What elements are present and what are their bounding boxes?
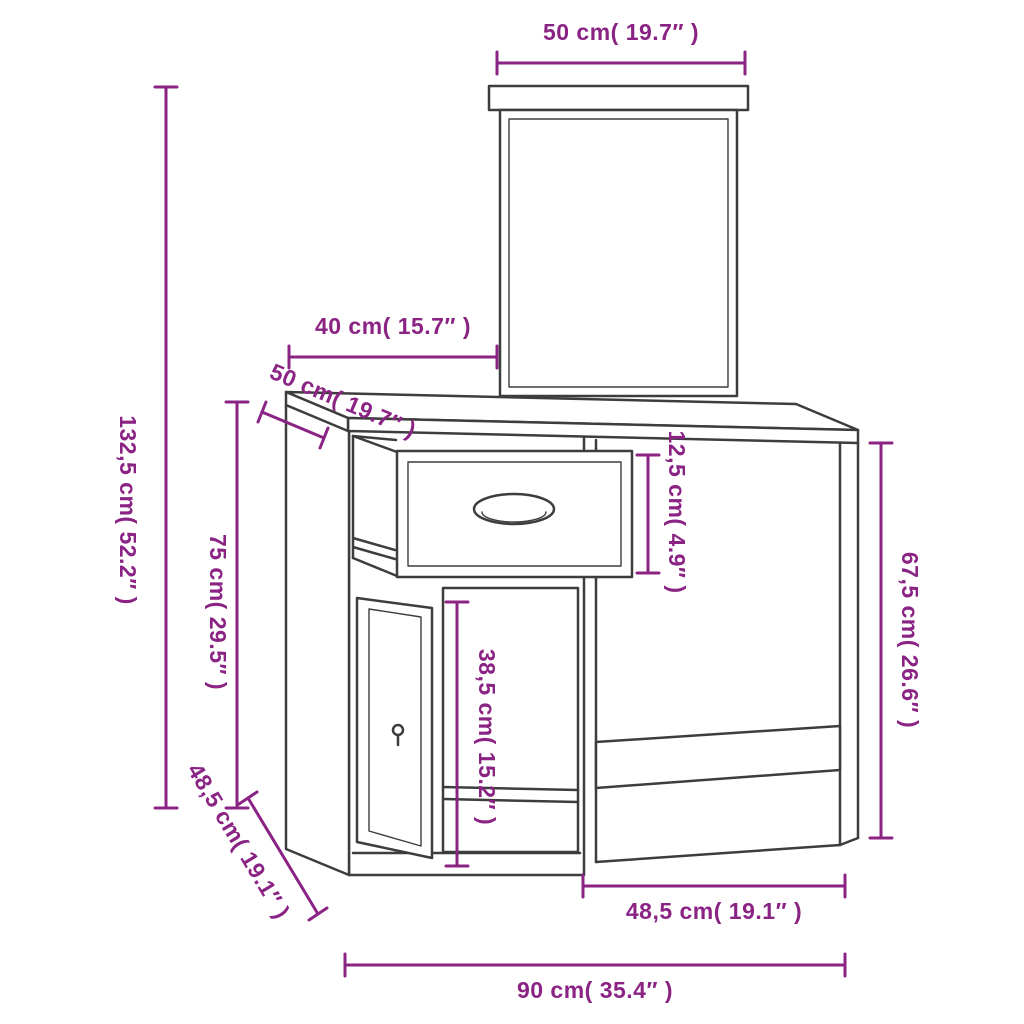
tabletop-left-face [284, 390, 350, 433]
dim-label-total-height: 132,5 cm( 52.2″ ) [115, 415, 141, 605]
right-panel-bottom-edge [838, 836, 860, 847]
dim-label-base-depth: 48,5 cm( 19.1″ ) [182, 759, 295, 923]
mirror-top-rail [487, 84, 750, 112]
side-panel-face [284, 403, 351, 877]
dim-label-legroom-height: 67,5 cm( 26.6″ ) [897, 552, 923, 728]
door [355, 596, 434, 860]
dim-label-door-height: 38,5 cm( 15.2″ ) [474, 649, 500, 825]
drawer-opening [351, 434, 399, 578]
dim-label-unit-width: 40 cm( 15.7″ ) [315, 313, 471, 339]
left-side-panel [284, 403, 351, 877]
dim-unit-width: 40 cm( 15.7″ ) [287, 313, 499, 370]
dim-desk-width: 48,5 cm( 19.1″ ) [581, 873, 847, 924]
desk-side [594, 441, 860, 864]
drawer-front-inner [407, 461, 622, 567]
dim-total-width: 90 cm( 35.4″ ) [343, 952, 847, 1003]
dim-drawer-height: 12,5 cm( 4.9″ ) [635, 431, 690, 594]
dim-label-total-width: 90 cm( 35.4″ ) [517, 977, 673, 1003]
drawer-handle-detail [481, 511, 547, 523]
dim-label-desk-width: 48,5 cm( 19.1″ ) [626, 898, 802, 924]
dim-label-unit-height: 75 cm( 29.5″ ) [205, 534, 231, 690]
mirror-inner-frame [508, 118, 729, 388]
dim-label-mirror-width: 50 cm( 19.7″ ) [543, 19, 699, 45]
door-opening-frame [441, 586, 580, 854]
drawer-handle-icon [472, 492, 556, 526]
shelf-bottom-edge [441, 797, 580, 804]
tabletop [284, 390, 860, 445]
shelf-front-edge [441, 785, 580, 792]
modesty-panel [594, 724, 842, 790]
door-inner-frame [368, 608, 422, 847]
mirror-panel [498, 108, 739, 398]
furniture-drawing [284, 84, 860, 877]
door-opening [441, 586, 580, 854]
drawer [395, 449, 634, 579]
dim-legroom-height: 67,5 cm( 26.6″ ) [868, 441, 923, 840]
drawer-front [395, 449, 634, 579]
dim-unit-height: 75 cm( 29.5″ ) [205, 400, 250, 810]
dim-door-height: 38,5 cm( 15.2″ ) [444, 600, 500, 868]
mirror [487, 84, 750, 398]
dim-mirror-width: 50 cm( 19.7″ ) [495, 19, 747, 76]
floor-back-edge [594, 843, 842, 864]
dim-label-drawer-height: 12,5 cm( 4.9″ ) [664, 431, 690, 594]
dim-total-height: 132,5 cm( 52.2″ ) [115, 85, 179, 810]
